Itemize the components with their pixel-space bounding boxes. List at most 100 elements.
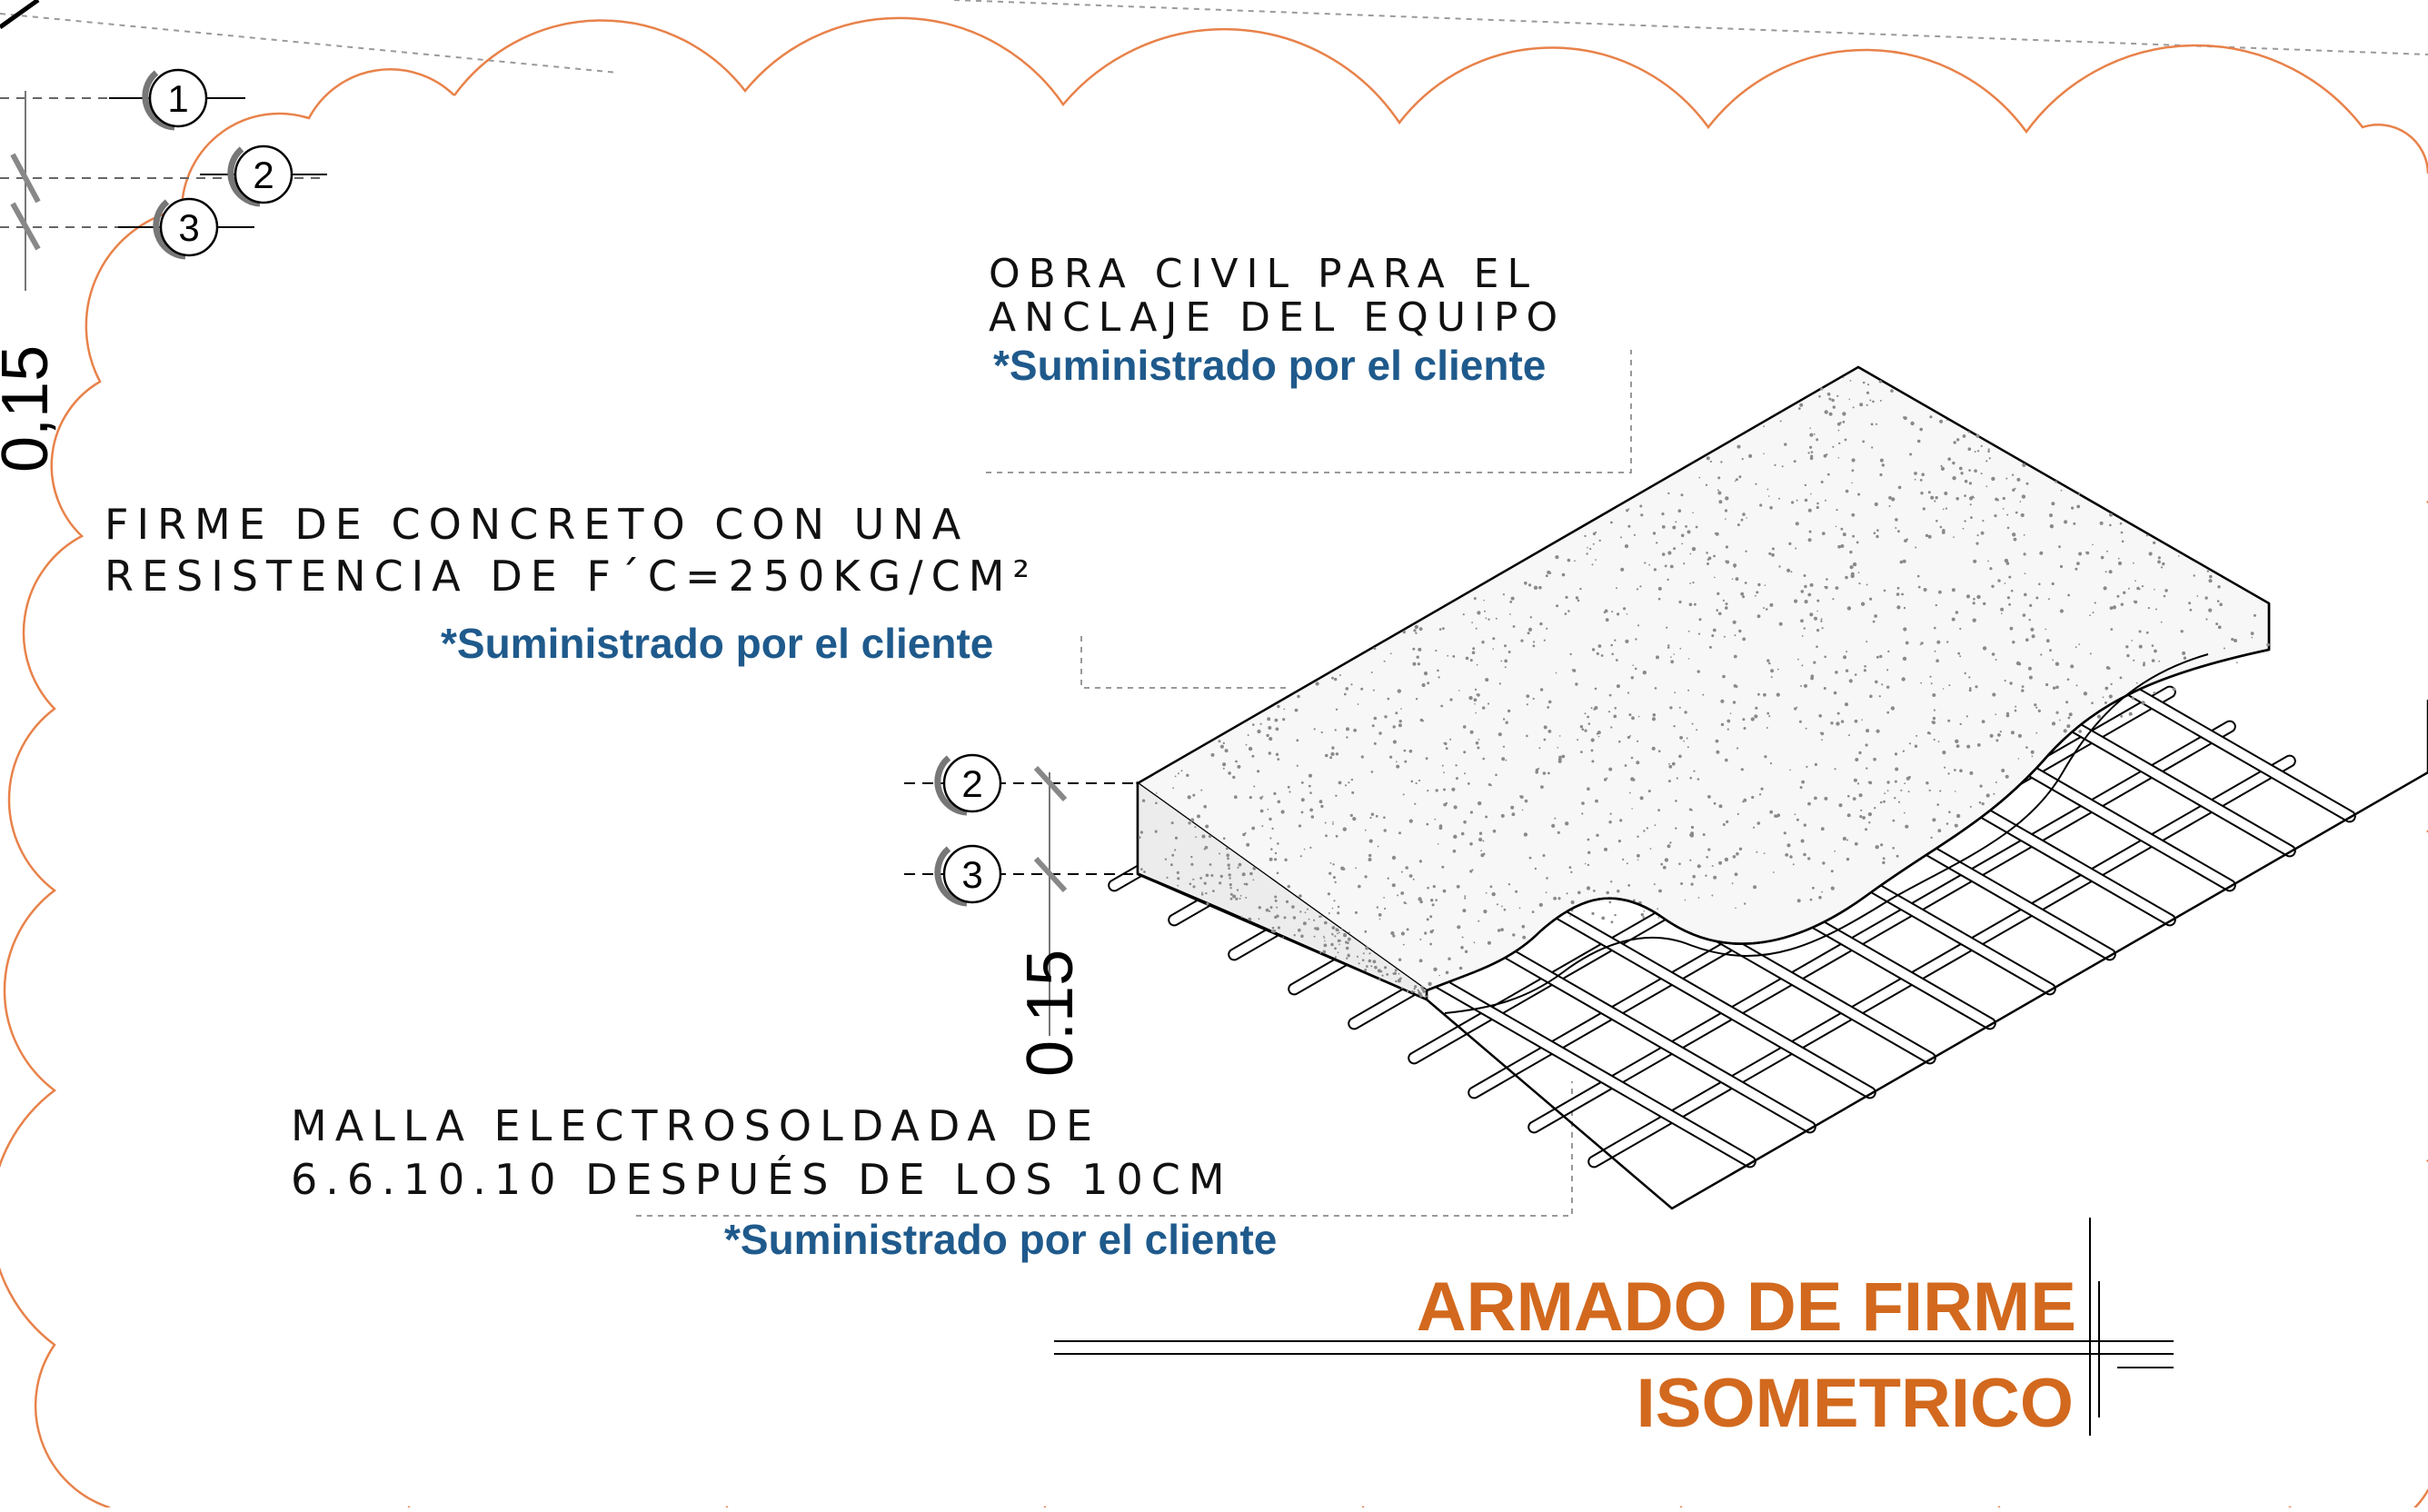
concrete-speck [1269,737,1273,741]
concrete-speck [1236,889,1239,891]
concrete-speck [1718,500,1723,504]
concrete-speck [1838,442,1841,445]
concrete-speck [1807,592,1812,597]
concrete-speck [1403,749,1407,752]
concrete-speck [1869,694,1873,699]
concrete-speck [1845,575,1848,580]
concrete-speck [1485,891,1488,894]
concrete-speck [1876,529,1879,532]
concrete-speck [1383,660,1386,662]
concrete-speck [1419,900,1423,904]
concrete-speck [1927,534,1932,539]
concrete-speck [1447,654,1449,657]
concrete-speck [1528,583,1532,587]
concrete-speck [1338,943,1340,945]
concrete-speck [2051,721,2056,726]
concrete-speck [1434,818,1437,821]
concrete-speck [1478,739,1480,741]
concrete-speck [1860,809,1863,811]
concrete-speck [1458,966,1463,970]
concrete-speck [1392,972,1396,975]
concrete-speck [2106,550,2108,552]
concrete-speck [1383,897,1385,899]
concrete-speck [1455,764,1458,767]
concrete-speck [1372,689,1375,691]
concrete-speck [1914,744,1918,748]
concrete-speck [1374,965,1378,970]
concrete-speck [1571,669,1574,671]
concrete-speck [1971,495,1975,499]
concrete-speck [1304,911,1307,914]
concrete-speck [1469,870,1473,873]
concrete-speck [1285,900,1289,904]
concrete-speck [1274,858,1278,861]
concrete-speck [1608,821,1612,824]
concrete-speck [1768,715,1771,718]
concrete-speck [1174,775,1177,778]
concrete-speck [1875,845,1879,850]
concrete-speck [1942,688,1945,690]
concrete-speck [1932,818,1936,822]
concrete-speck [1968,689,1972,692]
concrete-speck [1553,896,1557,900]
concrete-speck [1345,946,1349,950]
concrete-speck [1500,928,1504,931]
concrete-speck [1862,381,1866,384]
concrete-speck [1453,805,1458,810]
concrete-speck [1478,831,1483,835]
concrete-speck [1238,862,1242,867]
concrete-speck [1372,960,1377,964]
concrete-speck [1928,789,1931,792]
concrete-speck [1629,735,1632,737]
concrete-speck [1771,547,1775,551]
concrete-speck [1624,764,1627,767]
concrete-speck [1696,729,1698,731]
concrete-speck [1340,928,1343,930]
concrete-speck [1742,801,1745,803]
concrete-speck [1771,552,1775,557]
concrete-speck [1807,452,1810,454]
concrete-speck [1556,604,1559,608]
concrete-speck [1679,647,1682,650]
concrete-speck [1742,718,1746,721]
concrete-speck [1586,552,1588,555]
concrete-speck [1873,757,1876,761]
concrete-speck [1219,881,1222,885]
concrete-speck [1743,727,1746,730]
concrete-speck [1377,969,1381,973]
concrete-speck [1482,706,1486,710]
concrete-speck [2052,686,2056,690]
concrete-speck [1995,781,1997,783]
concrete-speck [1944,766,1946,769]
concrete-speck [1349,813,1353,818]
concrete-speck [1627,508,1630,511]
concrete-speck [1337,932,1338,935]
concrete-speck [1235,897,1239,900]
concrete-speck [1462,613,1465,616]
concrete-speck [1826,393,1831,396]
concrete-speck [2131,640,2134,642]
concrete-speck [1545,891,1547,894]
concrete-speck [1489,885,1493,889]
concrete-speck [1907,791,1910,793]
concrete-speck [1507,709,1511,713]
concrete-speck [1866,583,1868,586]
concrete-speck [1400,870,1403,873]
concrete-speck [1508,883,1511,886]
concrete-speck [1820,620,1823,622]
concrete-speck [2160,566,2164,569]
concrete-speck [1155,801,1158,805]
note-obra-civil: OBRA CIVIL PARA EL ANCLAJE DEL EQUIPO *S… [989,251,1557,389]
concrete-speck [1985,485,1988,488]
concrete-speck [1908,742,1912,745]
concrete-speck [1267,808,1269,811]
concrete-speck [1920,681,1923,684]
mesh-bar-fill [1529,721,2234,1132]
concrete-speck [1633,899,1636,902]
concrete-speck [1547,706,1550,709]
concrete-speck [1392,725,1396,729]
concrete-speck [1740,518,1744,522]
level-marker-3-center: 3 [934,844,1002,907]
concrete-speck [1591,563,1594,566]
concrete-speck [1283,916,1287,920]
